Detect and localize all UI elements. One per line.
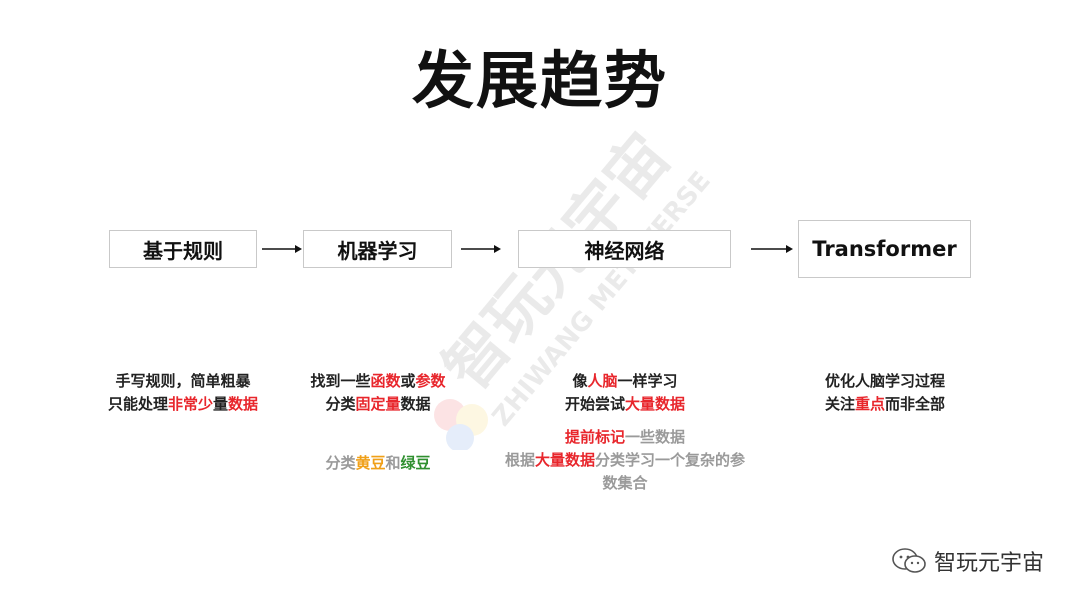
stage-label-neural-network: 神经网络 [584,238,665,263]
rules-description: 手写规则，简单粗暴 只能处理非常少量数据 [83,370,283,416]
ml-example: 分类黄豆和绿豆 [325,454,431,472]
transformer-desc-line1: 优化人脑学习过程 [824,372,945,390]
rules-desc-line1: 手写规则，简单粗暴 [115,372,251,390]
stage-label-transformer: Transformer [812,237,957,261]
wechat-icon [892,548,926,573]
nn-description: 像人脑一样学习 开始尝试大量数据 [505,370,745,416]
stage-box-transformer: Transformer [798,220,971,278]
page-title: 发展趋势 [411,44,668,117]
stage-box-machine-learning: 机器学习 [303,230,452,268]
stage-label-rules: 基于规则 [143,238,223,263]
nn-example: 提前标记一些数据 根据大量数据分类学习一个复杂的参 数集合 [480,426,770,495]
arrow-icon [262,245,302,253]
transformer-description: 优化人脑学习过程 关注重点而非全部 [785,370,985,416]
footer-label: 智玩元宇宙 [933,551,1044,576]
arrow-icon [461,245,501,253]
ml-description: 找到一些函数或参数 分类固定量数据 [278,370,478,416]
nn-desc-line2: 开始尝试大量数据 [564,395,686,413]
nn-example-line1: 提前标记一些数据 [564,428,686,446]
stage-box-neural-network: 神经网络 [518,230,731,268]
arrow-icon [751,245,793,253]
ml-desc-line1: 找到一些函数或参数 [310,372,446,390]
nn-example-line2: 根据大量数据分类学习一个复杂的参 [504,451,746,469]
stage-label-machine-learning: 机器学习 [337,238,418,263]
ml-desc-line2: 分类固定量数据 [325,395,431,413]
rules-desc-line2: 只能处理非常少量数据 [107,395,259,413]
transformer-desc-line2: 关注重点而非全部 [824,395,946,413]
stage-box-rules: 基于规则 [109,230,257,268]
nn-desc-line1: 像人脑一样学习 [572,372,678,390]
footer-brand: 智玩元宇宙 [892,545,1044,577]
nn-example-line3: 数集合 [602,474,648,492]
